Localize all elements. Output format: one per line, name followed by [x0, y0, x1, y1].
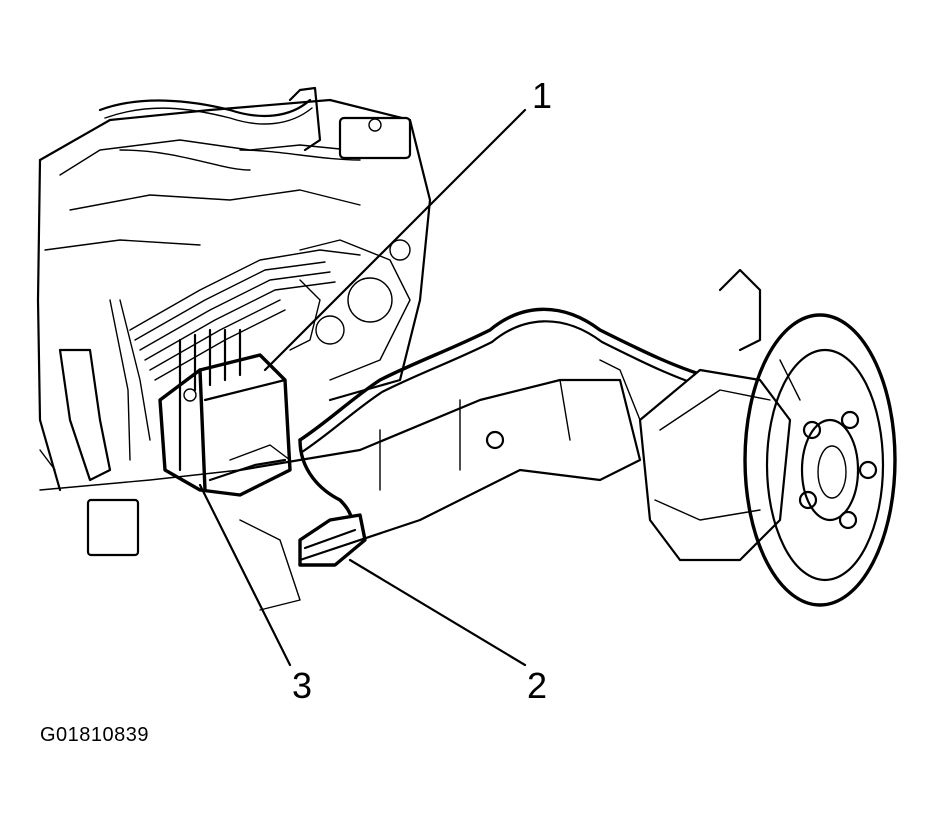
ebcm-module: [158, 328, 292, 497]
callout-leaders: [198, 108, 527, 667]
wheel-speed-sensor-harness: [298, 307, 724, 567]
brake-lines: [109, 249, 361, 461]
figure-id: G01810839: [40, 724, 150, 746]
wheel-hub-assembly: [599, 268, 897, 607]
callout-label-1: 1: [532, 75, 553, 116]
engine-block: [36, 86, 432, 557]
subframe: [39, 378, 642, 611]
callout-label-2: 2: [527, 665, 548, 706]
callout-label-3: 3: [292, 665, 313, 706]
